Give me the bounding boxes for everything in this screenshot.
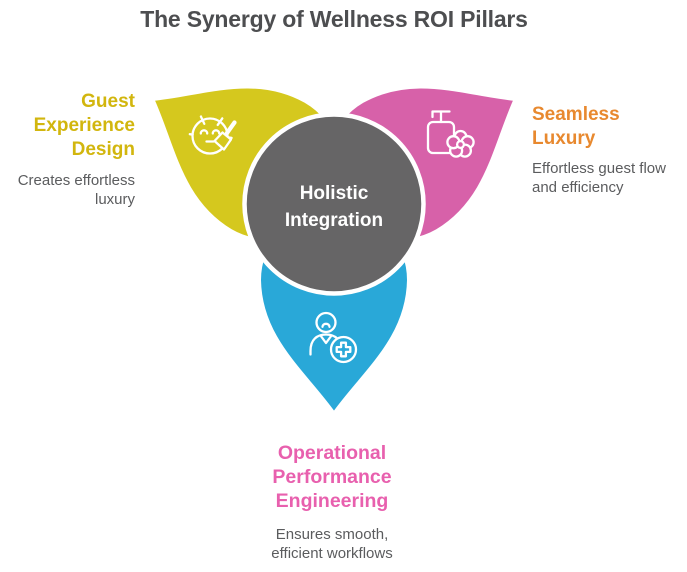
flower-glyph — [446, 129, 475, 158]
pillar-label-guest-experience-design: Guest Experience Design — [33, 91, 135, 160]
pillar-label-operational-performance-engineering: Operational Performance Engineering — [272, 442, 392, 512]
lotion-dispenser-flower-icon — [426, 110, 475, 158]
pillar-description-guest-experience-design: Creates effortless luxury — [17, 172, 135, 208]
pillar-description-operational-performance-engineering: Ensures smooth, efficient workflows — [271, 526, 393, 562]
center-circle — [242, 112, 426, 296]
center-hub-label: Holistic Integration — [284, 183, 384, 231]
pillar-description-seamless-luxury: Effortless guest flow and efficiency — [532, 160, 666, 196]
staff-person-plus-icon — [309, 311, 358, 364]
petal-group — [150, 84, 518, 416]
page-title: The Synergy of Wellness ROI Pillars — [140, 6, 528, 32]
facial-spa-brush-icon — [188, 115, 237, 155]
pillar-label-seamless-luxury: Seamless Luxury — [532, 104, 620, 149]
